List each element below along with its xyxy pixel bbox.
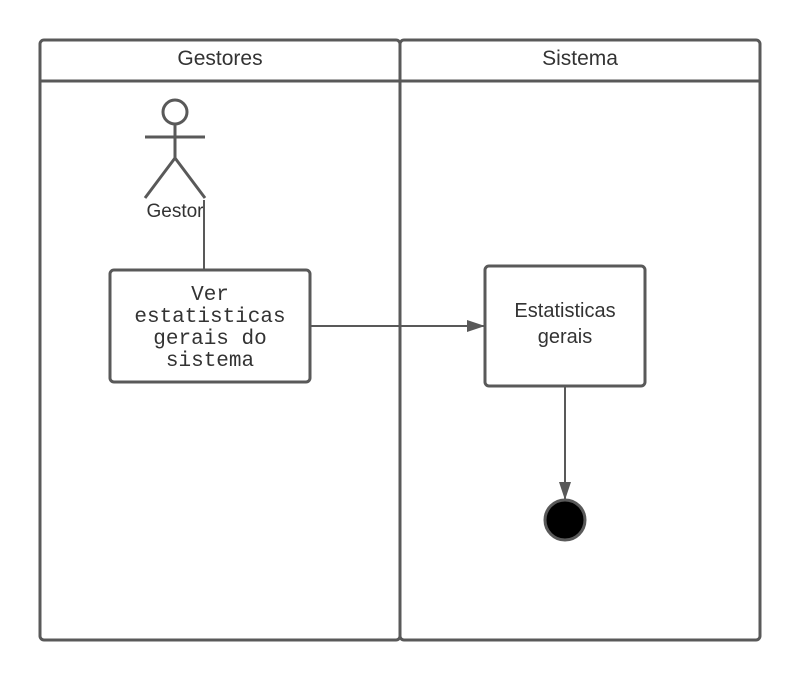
actor-gestor: Gestor — [143, 98, 207, 222]
activity-ver-estatisticas-line-4: sistema — [166, 350, 254, 373]
actor-right-leg — [173, 157, 207, 199]
activity-estatisticas-gerais-line-1: Estatisticas — [514, 300, 615, 322]
activity-ver-estatisticas-line-3: gerais do — [153, 328, 266, 351]
actor-head-icon — [161, 98, 189, 126]
actor-left-leg — [143, 157, 177, 199]
swimlane-sistema-title: Sistema — [542, 47, 618, 70]
swimlane-sistema: Sistema — [398, 38, 762, 642]
activity-ver-estatisticas-line-1: Ver — [191, 284, 229, 307]
actor-label: Gestor — [146, 201, 204, 222]
swimlane-gestores-title: Gestores — [177, 47, 262, 70]
swimlane-sistema-frame — [398, 38, 762, 642]
activity-estatisticas-gerais: Estatisticas gerais — [483, 264, 647, 388]
final-node-icon — [543, 498, 587, 542]
activity-ver-estatisticas: Ver estatisticas gerais do sistema — [108, 268, 312, 384]
activity-estatisticas-gerais-line-2: gerais — [538, 326, 592, 348]
activity-ver-estatisticas-line-2: estatisticas — [134, 306, 285, 329]
